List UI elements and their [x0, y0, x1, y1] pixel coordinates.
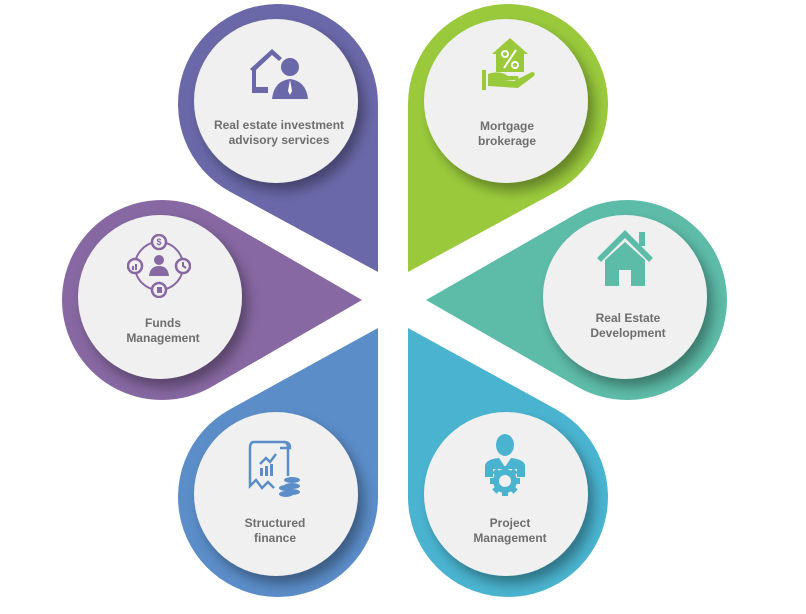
- house-icon: [597, 230, 653, 286]
- hand-house-percent-icon: [482, 38, 535, 90]
- inner-circle-real-estate-development: [543, 215, 707, 379]
- inner-circle-real-estate-investment: [194, 19, 358, 183]
- label-line: Development: [590, 326, 666, 340]
- label-line: Management: [473, 531, 547, 545]
- label-line: brokerage: [477, 134, 537, 148]
- label-line: Mortgage: [480, 119, 534, 133]
- label-line: Project: [489, 516, 531, 530]
- inner-circle-mortgage-brokerage: [424, 19, 588, 183]
- label-line: finance: [253, 531, 296, 545]
- label-line: Real estate investment: [213, 118, 345, 132]
- inner-circle-structured-finance: [194, 412, 358, 576]
- label-line: Real Estate: [595, 311, 661, 325]
- label-line: advisory services: [228, 133, 330, 147]
- funds-cycle-icon: $: [127, 234, 191, 298]
- svg-text:$: $: [156, 237, 161, 247]
- label-line: Management: [126, 331, 200, 345]
- label-line: Structured: [244, 516, 306, 530]
- document-coins-icon: [248, 440, 300, 497]
- label-line: Funds: [145, 316, 181, 330]
- house-businessman-icon: [250, 49, 308, 99]
- manager-gear-icon: [485, 434, 525, 496]
